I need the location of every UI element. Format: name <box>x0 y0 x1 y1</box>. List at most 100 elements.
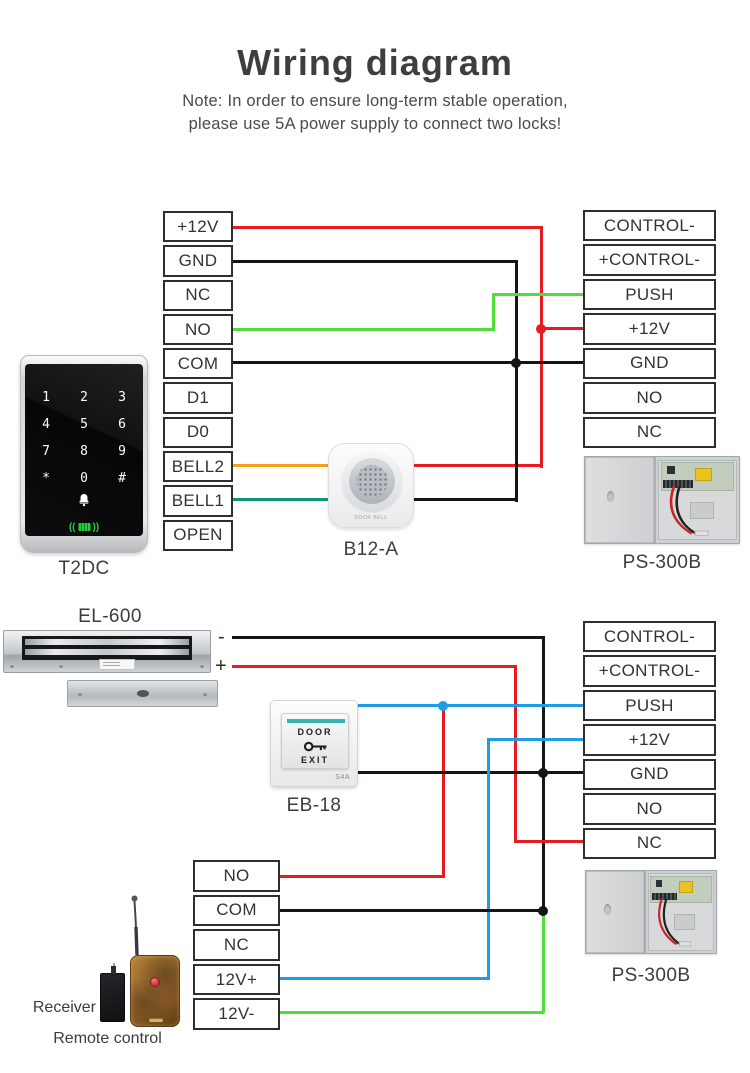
psu-terminal-row <box>652 892 678 901</box>
terminal-psu2-12v: +12V <box>583 724 716 756</box>
psu-transformer <box>689 501 715 519</box>
psu-lock-icon <box>604 903 612 915</box>
keypad-device: 1 2 3 4 5 6 7 8 9 * 0 # (( )) <box>20 355 148 553</box>
wire-bell-red <box>413 464 543 467</box>
key-7: 7 <box>42 444 50 459</box>
receiver-terminal-block: NO COM NC 12V+ 12V- <box>193 860 280 1030</box>
wire-lock-minus-black <box>232 636 545 639</box>
wire-red-vertical-bottom <box>514 665 517 843</box>
psu-lock-icon <box>607 491 615 503</box>
junction-blue-push <box>438 701 448 711</box>
terminal-psu2-plus-control: +CONTROL- <box>583 655 716 687</box>
remote-button <box>150 977 160 987</box>
psu-wires <box>670 485 709 537</box>
exit-button-stripe <box>287 719 345 723</box>
maglock-body <box>3 630 211 673</box>
exit-button-device: DOOR EXIT S4A <box>270 700 358 787</box>
keypad-keys: 1 2 3 4 5 6 7 8 9 * 0 # <box>27 384 141 492</box>
terminal-psu1-nc: NC <box>583 416 716 448</box>
psu-top-label: PS-300B <box>622 552 702 573</box>
receiver-antenna-tip <box>112 963 115 966</box>
terminal-keypad-d1: D1 <box>163 382 233 414</box>
wire-psu2-12v-blue <box>487 738 583 741</box>
key-4: 4 <box>42 417 50 432</box>
psu-top-device <box>584 456 740 544</box>
maglock-label: EL-600 <box>78 606 142 627</box>
wire-lock-plus-red <box>232 665 517 668</box>
psu-bottom-label: PS-300B <box>611 965 691 986</box>
terminal-psu1-no: NO <box>583 382 716 414</box>
terminal-keypad-com: COM <box>163 348 233 380</box>
wire-red-vertical-top <box>540 226 543 468</box>
wire-push-green <box>492 293 583 296</box>
psu-terminal-row <box>663 480 694 488</box>
wire-receiver-12vplus-blue <box>280 977 488 980</box>
exit-button-text-exit: EXIT <box>300 755 329 765</box>
page-title: Wiring diagram <box>237 42 513 83</box>
terminal-psu2-push: PUSH <box>583 689 716 722</box>
wire-keypad-12v-red <box>233 226 543 229</box>
wire-green-vertical <box>492 293 495 331</box>
note-line-2: please use 5A power supply to connect tw… <box>188 115 562 133</box>
terminal-rx-no: NO <box>193 860 280 892</box>
key-9: 9 <box>118 444 126 459</box>
maglock-minus-terminal: - <box>218 626 225 648</box>
doorbell-device: DOOR BELL <box>328 443 414 528</box>
wire-psu-12v-red <box>540 327 583 330</box>
doorbell-key-icon <box>79 494 89 507</box>
key-8: 8 <box>80 444 88 459</box>
note-line-1: Note: In order to ensure long-term stabl… <box>182 92 568 110</box>
exit-button-key: DOOR EXIT <box>281 713 349 769</box>
psu-bottom-device <box>585 870 717 954</box>
psu-terminal-block-top: CONTROL- +CONTROL- PUSH +12V GND NO NC <box>583 210 716 448</box>
doorbell-label: B12-A <box>343 539 399 560</box>
exit-button-label: EB-18 <box>286 795 342 816</box>
wire-green-vertical-bottom <box>542 909 545 1013</box>
doorbell-speaker-grille <box>356 465 388 497</box>
psu-warning-sticker <box>678 881 693 894</box>
terminal-rx-12vminus: 12V- <box>193 998 280 1030</box>
terminal-psu1-gnd: GND <box>583 347 716 380</box>
maglock-plus-terminal: + <box>215 655 227 677</box>
key-star: * <box>42 471 50 486</box>
doorbell-speaker-icon <box>342 451 402 511</box>
keypad-glass: 1 2 3 4 5 6 7 8 9 * 0 # (( )) <box>25 364 143 536</box>
key-3: 3 <box>118 390 126 405</box>
wire-exit-push-blue <box>358 704 583 707</box>
screw-icon <box>59 664 63 668</box>
terminal-keypad-open: OPEN <box>163 519 233 551</box>
junction-red-12v <box>536 324 546 334</box>
terminal-psu2-no: NO <box>583 793 716 825</box>
wire-blue-vertical <box>487 738 490 980</box>
screw-icon <box>200 664 204 668</box>
exit-button-brand: S4A <box>335 774 350 781</box>
key-1: 1 <box>42 390 50 405</box>
wire-receiver-no-red <box>280 875 443 878</box>
terminal-keypad-gnd: GND <box>163 245 233 277</box>
junction-black-com2 <box>538 906 548 916</box>
wire-bell-black <box>413 498 518 501</box>
terminal-psu1-plus-control: +CONTROL- <box>583 244 716 276</box>
wire-receiver-12vminus-green <box>280 1011 544 1014</box>
rfid-indicator-icon: (( )) <box>27 520 141 534</box>
junction-black-gnd <box>538 768 548 778</box>
wire-bell2-orange <box>233 464 330 467</box>
terminal-keypad-bell2: BELL2 <box>163 451 233 483</box>
psu-warning-sticker <box>694 467 712 481</box>
receiver-device <box>100 963 125 1022</box>
key-hash: # <box>118 471 126 486</box>
receiver-label: Receiver <box>32 999 96 1016</box>
rfid-right-waves: )) <box>92 521 100 533</box>
screw-icon <box>203 692 207 696</box>
armature-hole <box>136 690 149 697</box>
maglock-label-sticker <box>99 659 135 670</box>
rfid-card-icon <box>77 523 91 531</box>
maglock-core-strip <box>25 649 189 655</box>
psu-interior <box>647 873 715 951</box>
terminal-keypad-12v: +12V <box>163 211 233 243</box>
terminal-psu1-push: PUSH <box>583 278 716 311</box>
wire-no-green <box>233 328 495 331</box>
remote-antenna <box>131 895 139 956</box>
wire-bell1-teal <box>233 498 330 501</box>
